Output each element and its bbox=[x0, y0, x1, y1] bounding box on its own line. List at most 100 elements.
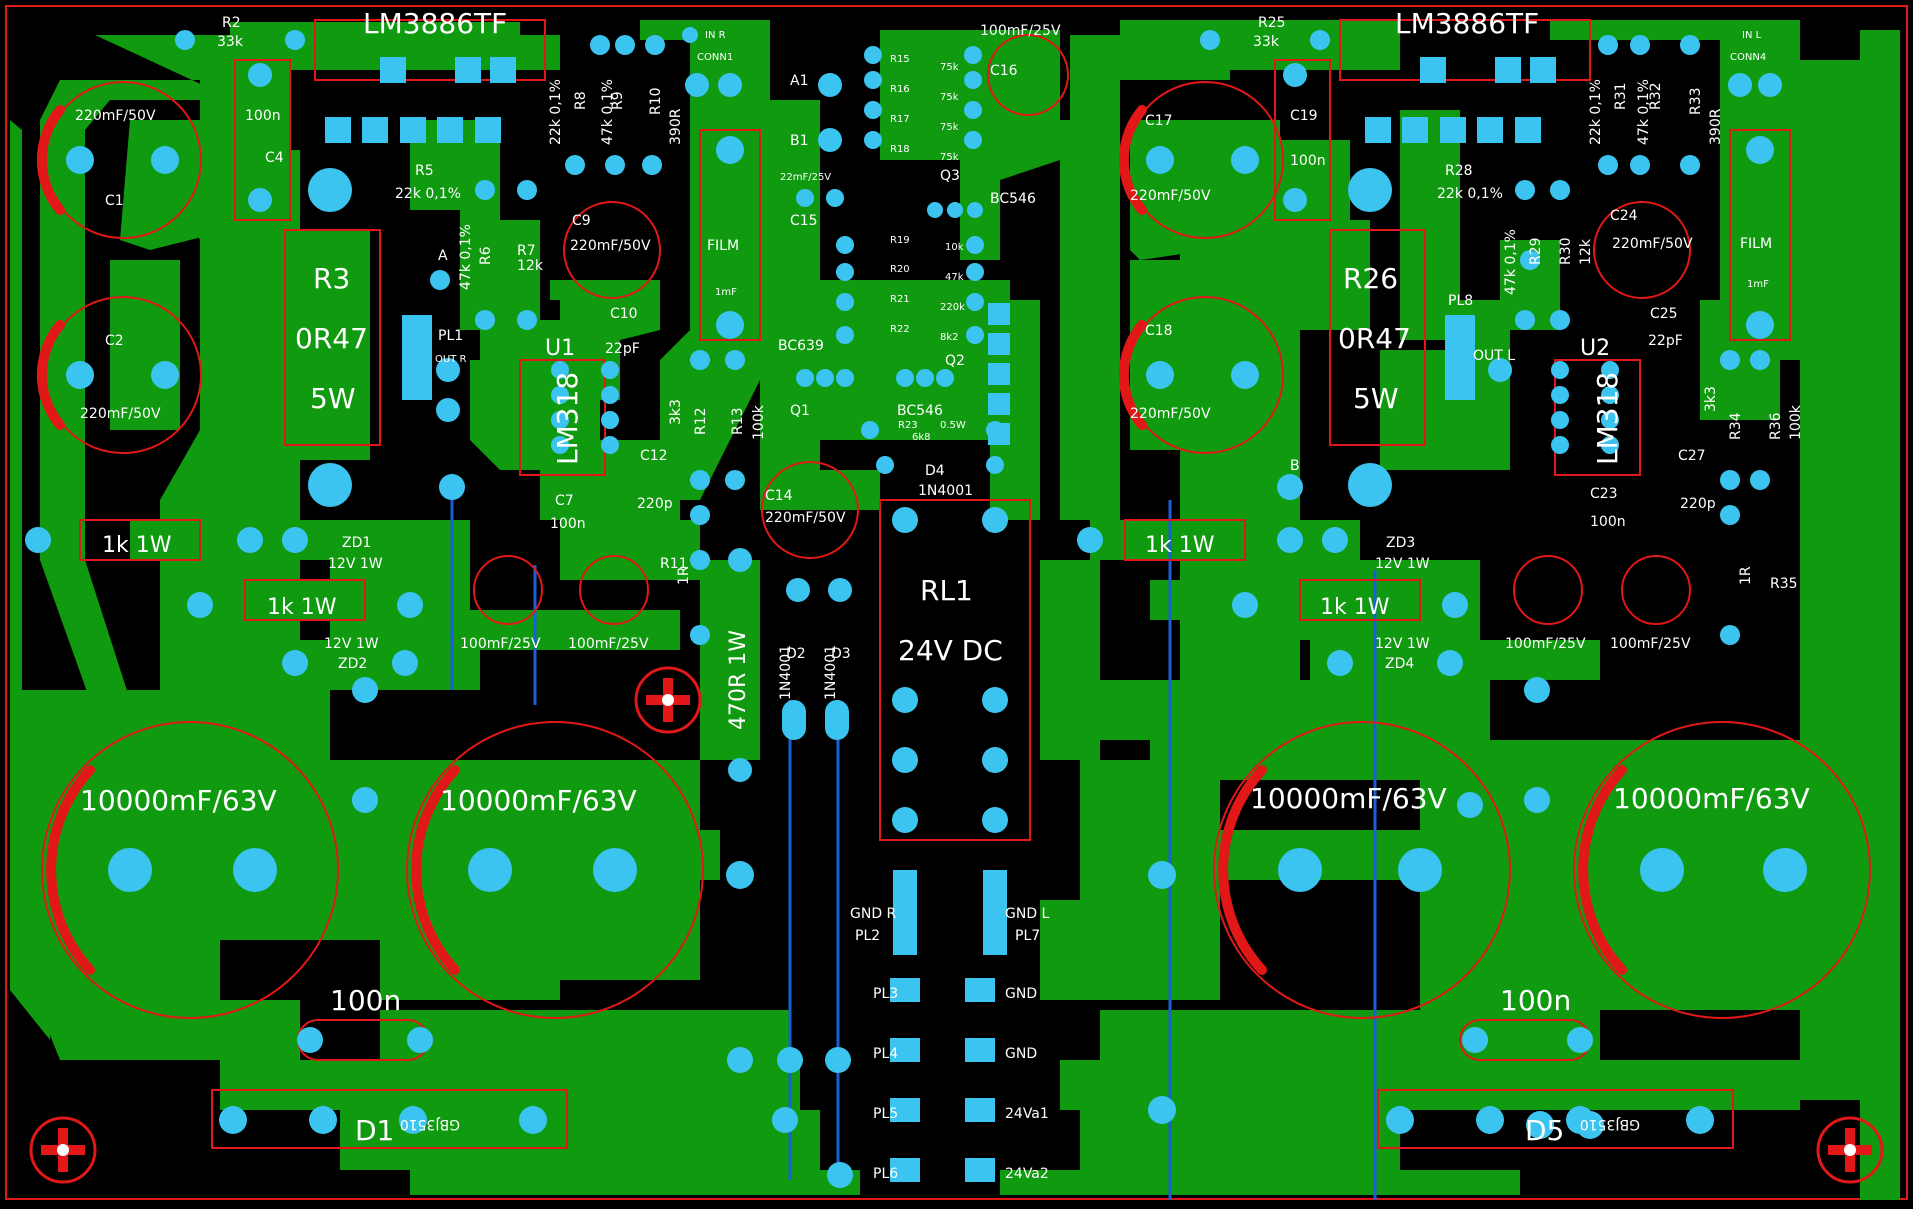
component-labels: R2 33k LM3886TF LM3886TF R25 33k IN R CO… bbox=[75, 7, 1810, 1182]
label-d4-value: 1N4001 bbox=[918, 483, 973, 499]
mount-hole-icon bbox=[634, 666, 702, 734]
label-c17: C17 bbox=[1145, 113, 1173, 129]
label-c2-value: 220mF/50V bbox=[80, 406, 161, 422]
label-u2: U2 bbox=[1580, 336, 1610, 361]
label-d3: D3 bbox=[831, 646, 851, 662]
label-pl5-net: 24Va1 bbox=[1005, 1106, 1049, 1122]
label-lm318-left: LM318 bbox=[551, 372, 584, 465]
label-r31: R31 bbox=[1613, 82, 1629, 110]
label-out-r: OUT R bbox=[435, 354, 466, 365]
label-r22: R22 bbox=[890, 324, 910, 335]
label-r26-value: 0R47 bbox=[1338, 322, 1411, 355]
label-r13: R13 bbox=[730, 407, 746, 435]
label-c10: C10 bbox=[610, 306, 638, 322]
label-q1: Q1 bbox=[790, 403, 810, 419]
label-r7: R7 bbox=[517, 243, 536, 259]
label-r15-value: 75k bbox=[940, 62, 959, 73]
capacitor-polarity-arcs bbox=[36, 105, 1627, 975]
label-r33-value: 390R bbox=[1708, 108, 1724, 145]
label-r25: R25 bbox=[1258, 15, 1286, 31]
label-c7: C7 bbox=[555, 493, 574, 509]
label-r3-watt: 5W bbox=[310, 382, 356, 415]
label-c9-value: 220mF/50V bbox=[570, 238, 651, 254]
chip-right-name: LM3886TF bbox=[1395, 7, 1539, 40]
label-r18-value: 75k bbox=[940, 152, 959, 163]
label-b1: B1 bbox=[790, 133, 809, 149]
label-film2: FILM bbox=[1740, 236, 1772, 252]
label-c16-value: 100mF/25V bbox=[980, 23, 1061, 39]
label-r17: R17 bbox=[890, 114, 910, 125]
label-cap100-2: 100mF/25V bbox=[568, 636, 649, 652]
label-r34-value: 3k3 bbox=[1703, 386, 1719, 412]
label-zd3: ZD3 bbox=[1386, 535, 1415, 551]
label-in-l: IN L bbox=[1742, 30, 1762, 41]
label-q2: Q2 bbox=[945, 353, 965, 369]
label-r25-value: 33k bbox=[1253, 34, 1280, 50]
label-cap100-3: 100mF/25V bbox=[1505, 636, 1586, 652]
label-gnd-r: GND R bbox=[850, 906, 897, 922]
label-pl2: PL2 bbox=[855, 928, 880, 944]
label-film-value: 1mF bbox=[715, 287, 737, 298]
label-r5: R5 bbox=[415, 163, 434, 179]
label-r23-watt: 0.5W bbox=[940, 420, 966, 431]
label-r5-value: 22k 0,1% bbox=[395, 186, 461, 202]
label-r32-value: 47k 0,1% bbox=[1636, 79, 1652, 145]
label-pl4-net: GND bbox=[1005, 1046, 1037, 1062]
label-d1-type: GBJ3510 bbox=[400, 1116, 460, 1132]
label-c18-value: 220mF/50V bbox=[1130, 406, 1211, 422]
label-zd2: ZD2 bbox=[338, 656, 367, 672]
label-film2-value: 1mF bbox=[1747, 279, 1769, 290]
label-r6: R6 bbox=[478, 246, 494, 265]
label-c1: C1 bbox=[105, 193, 124, 209]
label-c15-value: 22mF/25V bbox=[780, 172, 831, 183]
label-r19: R19 bbox=[890, 235, 910, 246]
label-c9: C9 bbox=[572, 213, 591, 229]
label-pl7: PL7 bbox=[1015, 928, 1040, 944]
label-r28: R28 bbox=[1445, 163, 1473, 179]
label-r15: R15 bbox=[890, 54, 910, 65]
label-u1: U1 bbox=[545, 336, 575, 361]
mounting-holes bbox=[29, 666, 1884, 1184]
copper-pours bbox=[10, 20, 1900, 1200]
label-c100n-right: 100n bbox=[1500, 984, 1571, 1017]
label-pl4: PL4 bbox=[873, 1046, 898, 1062]
label-r1k-2: 1k 1W bbox=[267, 595, 337, 620]
pads bbox=[25, 27, 1807, 1188]
label-zd1-value: 12V 1W bbox=[328, 556, 383, 572]
label-pl6: PL6 bbox=[873, 1166, 898, 1182]
label-cap100-4: 100mF/25V bbox=[1610, 636, 1691, 652]
label-zd2-value: 12V 1W bbox=[324, 636, 379, 652]
label-c7-value: 100n bbox=[550, 516, 586, 532]
label-out-l: OUT L bbox=[1473, 348, 1515, 364]
label-conn1: CONN1 bbox=[697, 52, 733, 63]
label-r21: R21 bbox=[890, 294, 910, 305]
label-c16: C16 bbox=[990, 63, 1018, 79]
label-r12: R12 bbox=[693, 407, 709, 435]
label-point-b: B bbox=[1290, 458, 1300, 474]
label-c24-value: 220mF/50V bbox=[1612, 236, 1693, 252]
label-c18: C18 bbox=[1145, 323, 1173, 339]
label-r3-value: 0R47 bbox=[295, 322, 368, 355]
label-d5-type: GBJ3510 bbox=[1580, 1116, 1640, 1132]
label-pl8: PL8 bbox=[1448, 293, 1473, 309]
board-outline bbox=[5, 5, 1908, 1200]
label-c15: C15 bbox=[790, 213, 818, 229]
label-c17-value: 220mF/50V bbox=[1130, 188, 1211, 204]
label-conn4: CONN4 bbox=[1730, 52, 1766, 63]
label-pl3-net: GND bbox=[1005, 986, 1037, 1002]
label-d5: D5 bbox=[1525, 1114, 1564, 1147]
label-c25-value: 22pF bbox=[1648, 333, 1683, 349]
label-r10: R10 bbox=[648, 87, 664, 115]
label-r19-value: 10k bbox=[945, 242, 964, 253]
label-c14-value: 220mF/50V bbox=[765, 510, 846, 526]
label-bigcap-3: 10000mF/63V bbox=[1250, 782, 1447, 815]
label-r23-value: 6k8 bbox=[912, 432, 931, 443]
label-r21-value: 220k bbox=[940, 302, 965, 313]
label-r26: R26 bbox=[1343, 262, 1398, 295]
label-r30-value: 12k bbox=[1578, 238, 1594, 265]
label-r34: R34 bbox=[1728, 412, 1744, 440]
label-c27: C27 bbox=[1678, 448, 1706, 464]
label-c23: C23 bbox=[1590, 486, 1618, 502]
mount-hole-icon bbox=[29, 1116, 97, 1184]
label-bc639: BC639 bbox=[778, 338, 824, 354]
